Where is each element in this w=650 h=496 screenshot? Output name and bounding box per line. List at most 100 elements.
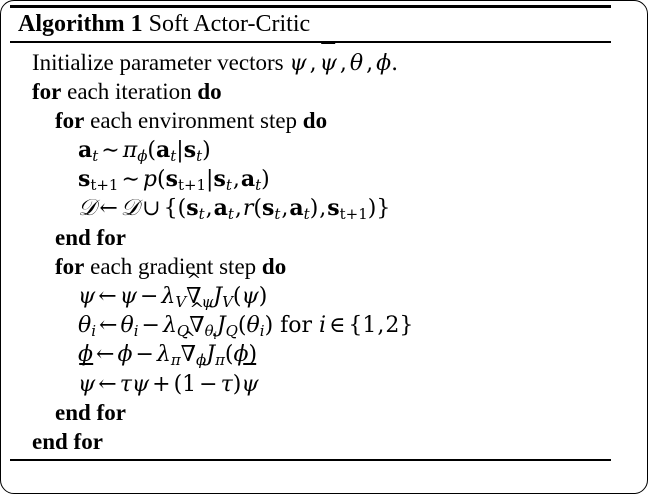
line-update-psi: ψ←ψ−λV^∇ψJV(ψ) <box>10 272 611 312</box>
line-update-phi: ϕ←ϕ−λπ^∇ϕJπ(ϕ) <box>10 331 611 370</box>
line-for-gradient-step: for each gradient step do <box>10 252 611 281</box>
overbar-2 <box>79 362 94 365</box>
subscript-i-2: i <box>133 322 139 341</box>
symbol-j: J <box>213 284 223 309</box>
symbol-s-5: s <box>327 195 340 222</box>
paren-close-6: ) <box>264 313 274 339</box>
algorithm-number-label: Algorithm 1 <box>18 11 143 37</box>
symbol-minus-4: − <box>199 371 218 397</box>
for-env-step-text: each environment step <box>84 107 303 133</box>
symbol-comma-2: , <box>339 50 347 76</box>
symbol-phi-4: ϕ <box>233 342 249 368</box>
symbol-pi: π <box>122 138 138 164</box>
symbol-dataset-d: 𝒟 <box>78 195 97 222</box>
hat-accent: ^ <box>186 270 202 291</box>
symbol-a-4: a <box>213 195 228 222</box>
paren-open-4: ( <box>253 196 262 222</box>
paren-open-7: ( <box>224 342 234 368</box>
line-update-buffer: 𝒟←𝒟∪{(st,at,r(st,at),st+1)} <box>10 193 611 224</box>
symbol-comma-9: , <box>377 313 385 339</box>
symbol-s-3: s <box>186 195 199 222</box>
algorithm-body: Initialize parameter vectors ψ, ψ, θ, ϕ. fo… <box>10 41 611 457</box>
symbol-s-4: s <box>262 195 275 222</box>
symbol-comma-3: , <box>366 50 374 76</box>
symbol-one-2: 1 <box>182 371 197 397</box>
paren-close-4: ) <box>367 196 377 222</box>
symbol-plus: + <box>152 371 171 397</box>
line-for-iteration: for each iteration do <box>10 77 611 106</box>
symbol-psi: ψ <box>289 50 307 76</box>
symbol-nabla-hat-3: ^∇ <box>181 331 196 369</box>
subscript-t-plus-1: t+1 <box>90 176 119 195</box>
line-update-psi-bar: ψ←τψ+(1−τ)ψ <box>10 362 611 399</box>
algorithm-top-rule <box>10 5 611 8</box>
paren-close-2: ) <box>261 167 270 193</box>
paren-close-3: ) <box>309 196 319 222</box>
subscript-t-plus-1-3: t+1 <box>339 205 368 224</box>
symbol-lambda: λ <box>161 284 176 309</box>
subscript-t-7: t <box>227 205 234 224</box>
paren-close-5: ) <box>258 284 268 309</box>
subscript-t-4: t <box>225 176 232 195</box>
line-initialize: Initialize parameter vectors ψ,ψ,θ,ϕ. <box>10 41 611 77</box>
brace-open-2: { <box>348 313 363 339</box>
subscript-t-6: t <box>198 205 205 224</box>
symbol-nabla: ∇ <box>186 284 202 309</box>
subscript-i-3: i <box>213 331 217 343</box>
symbol-lambda-2: λ <box>162 313 177 339</box>
symbol-nabla-hat: ^∇ <box>186 272 202 311</box>
sentence-period: . <box>391 50 399 76</box>
paren-open-8: ( <box>173 371 183 397</box>
symbol-mid: | <box>176 138 184 164</box>
symbol-tau: τ <box>119 371 132 397</box>
symbol-comma-6: , <box>234 196 242 222</box>
equation-sample-next-state: st+1∼p(st+1|st,at) <box>78 166 270 195</box>
symbol-minus-2: − <box>141 313 160 339</box>
symbol-psi-bar-3: ψ <box>241 362 259 399</box>
paren-close: ) <box>202 138 211 164</box>
equation-update-buffer: 𝒟←𝒟∪{(st,at,r(st,at),st+1)} <box>78 195 390 224</box>
symbol-a-3: a <box>240 166 256 193</box>
symbol-theta-3: θ <box>120 313 134 339</box>
subscript-t-plus-1-2: t+1 <box>177 176 207 195</box>
symbol-psi-bar-2: ψ <box>78 362 95 399</box>
symbol-psi-under-bar-3: ψ <box>241 371 259 397</box>
symbol-psi-2: ψ <box>78 284 96 309</box>
subscript-t-3: t <box>196 147 203 166</box>
symbol-minus: − <box>139 284 159 309</box>
keyword-end-for-env: end for <box>55 224 126 250</box>
keyword-end-for-gradient: end for <box>55 399 126 425</box>
subscript-psi: ψ <box>201 293 214 312</box>
symbol-sim: ∼ <box>101 138 120 164</box>
algorithm-title: Algorithm 1 Soft Actor-Critic <box>10 8 611 41</box>
line-end-for-gradient: end for <box>10 398 611 427</box>
equation-update-psi-bar: ψ←τψ+(1−τ)ψ <box>78 362 259 399</box>
subscript-theta-i: θi <box>205 322 217 343</box>
symbol-s-next: s <box>78 166 91 193</box>
for-gradient-step-text: each gradient step <box>84 253 262 279</box>
symbol-theta-4: θ <box>246 313 260 339</box>
symbol-a-2: a <box>155 137 171 164</box>
subscript-i-4: i <box>259 322 265 341</box>
symbol-phi-2: ϕ <box>78 342 93 368</box>
subscript-t-2: t <box>170 147 177 166</box>
symbol-leftarrow-5: ← <box>98 371 117 397</box>
symbol-a: a <box>78 137 93 164</box>
hat-accent-2: ^ <box>189 300 205 321</box>
symbol-minus-3: − <box>135 342 154 368</box>
paren-close-8: ) <box>232 371 242 397</box>
initialize-text: Initialize parameter vectors <box>32 49 290 75</box>
equation-sample-action: at∼πϕ(at|st) <box>78 137 211 166</box>
line-end-for-iteration: end for <box>10 427 611 456</box>
paren-open-3: ( <box>177 196 187 222</box>
algorithm-bottom-rule <box>10 459 611 461</box>
symbol-j-3: J <box>206 342 216 368</box>
symbol-lambda-3: λ <box>156 342 171 368</box>
symbol-one: 1 <box>362 313 377 339</box>
keyword-do-env: do <box>302 107 328 133</box>
theta-trailing-text: for <box>273 313 320 339</box>
symbol-reward-r: r <box>242 196 254 222</box>
paren-open: ( <box>147 138 156 164</box>
symbol-s-next-2: s <box>165 166 178 193</box>
